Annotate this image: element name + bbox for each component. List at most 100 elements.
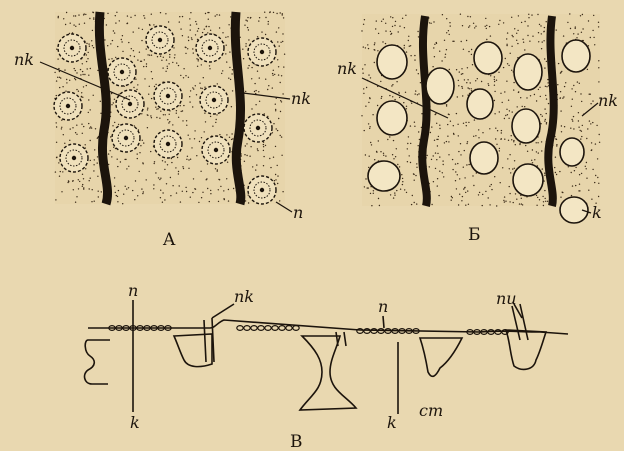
stipple-dot: [389, 95, 390, 96]
stipple-dot: [586, 168, 587, 169]
stipple-dot: [390, 31, 391, 32]
stipple-dot: [280, 42, 281, 43]
stipple-dot: [588, 20, 589, 21]
stipple-dot: [207, 32, 208, 33]
stipple-dot: [544, 27, 545, 28]
stipple-dot: [442, 14, 443, 15]
stipple-dot: [121, 39, 122, 40]
stipple-dot: [495, 138, 496, 139]
stipple-dot: [586, 162, 587, 163]
stipple-dot: [275, 104, 276, 105]
stipple-dot: [415, 93, 416, 94]
stipple-dot: [276, 31, 277, 32]
stipple-dot: [557, 84, 558, 85]
stipple-dot: [466, 125, 467, 126]
stipple-dot: [364, 19, 365, 20]
stipple-dot: [522, 204, 523, 205]
stipple-dot: [151, 98, 152, 99]
stipple-dot: [114, 186, 115, 187]
stipple-dot: [410, 143, 411, 144]
stipple-dot: [98, 196, 99, 197]
stipple-dot: [172, 185, 173, 186]
stipple-dot: [277, 59, 278, 60]
stipple-dot: [473, 136, 474, 137]
stipple-dot: [546, 113, 547, 114]
stipple-dot: [578, 112, 579, 113]
stipple-dot: [160, 56, 161, 57]
stipple-dot: [573, 116, 574, 117]
stipple-dot: [590, 37, 591, 38]
stipple-dot: [255, 104, 256, 105]
chain-bead: [237, 326, 243, 331]
stipple-dot: [572, 120, 573, 121]
stipple-dot: [277, 41, 278, 42]
stipple-dot: [89, 180, 90, 181]
cell-nucleus: [214, 148, 218, 152]
stipple-dot: [571, 119, 572, 120]
stipple-dot: [268, 85, 269, 86]
stipple-dot: [574, 170, 575, 171]
stipple-dot: [282, 41, 283, 42]
stipple-dot: [546, 61, 547, 62]
stipple-dot: [540, 25, 541, 26]
stipple-dot: [78, 179, 79, 180]
stipple-dot: [91, 40, 92, 41]
panel-c-label-nu: nu: [496, 289, 517, 308]
stipple-dot: [538, 89, 539, 90]
stipple-dot: [587, 128, 588, 129]
stipple-dot: [512, 35, 513, 36]
stipple-dot: [279, 45, 280, 46]
stipple-dot: [58, 162, 59, 163]
stipple-dot: [504, 139, 505, 140]
stipple-dot: [144, 17, 145, 18]
stipple-dot: [436, 139, 437, 140]
panel-a-label-nk-left: nk: [14, 50, 34, 69]
stipple-dot: [563, 35, 564, 36]
stipple-dot: [496, 144, 497, 145]
stipple-dot: [432, 66, 433, 67]
stipple-dot: [117, 159, 118, 160]
stipple-dot: [133, 50, 134, 51]
stipple-dot: [174, 57, 175, 58]
panel-a-right-capillary: [235, 12, 241, 204]
stipple-dot: [195, 34, 196, 35]
stipple-dot: [64, 69, 65, 70]
panel-c-marker-n-mid: [383, 316, 384, 328]
stipple-dot: [273, 157, 274, 158]
stipple-dot: [581, 32, 582, 33]
stipple-dot: [560, 197, 561, 198]
stipple-dot: [418, 93, 419, 94]
stipple-dot: [58, 17, 59, 18]
stipple-dot: [446, 32, 447, 33]
stipple-dot: [382, 41, 383, 42]
panel-c-label-n-left: n: [128, 281, 138, 300]
stipple-dot: [160, 111, 161, 112]
stipple-dot: [439, 128, 440, 129]
stipple-dot: [368, 102, 369, 103]
panel-b-label-k: k: [592, 203, 602, 222]
stipple-dot: [408, 40, 409, 41]
stipple-dot: [580, 93, 581, 94]
stipple-dot: [406, 106, 407, 107]
stipple-dot: [257, 150, 258, 151]
secretory-cell: [248, 176, 276, 204]
stipple-dot: [115, 57, 116, 58]
stipple-dot: [512, 36, 513, 37]
stipple-dot: [460, 14, 461, 15]
stipple-dot: [245, 46, 246, 47]
stipple-dot: [368, 48, 369, 49]
stipple-dot: [509, 193, 510, 194]
stipple-dot: [248, 202, 249, 203]
stipple-dot: [118, 190, 119, 191]
stipple-dot: [273, 70, 274, 71]
stipple-dot: [216, 114, 217, 115]
stipple-dot: [499, 148, 500, 149]
stipple-dot: [195, 85, 196, 86]
stipple-dot: [474, 27, 475, 28]
stipple-dot: [466, 143, 467, 144]
stipple-dot: [467, 16, 468, 17]
chain-bead: [244, 326, 250, 331]
stipple-dot: [452, 197, 453, 198]
cell-nucleus: [158, 38, 162, 42]
stipple-dot: [182, 166, 183, 167]
